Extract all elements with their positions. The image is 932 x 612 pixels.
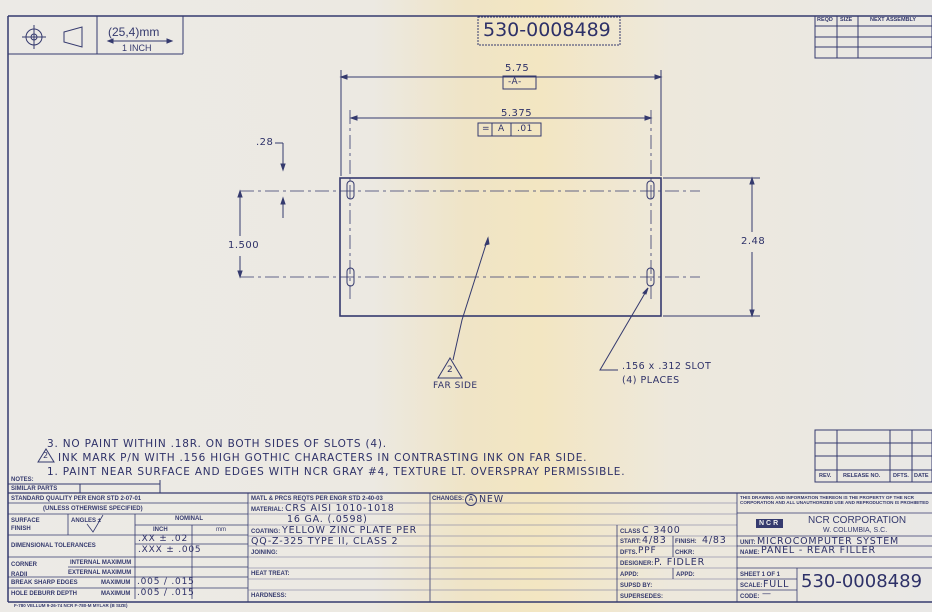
scale-inch: 1 INCH (122, 43, 152, 53)
start-value: 4/83 (642, 535, 667, 546)
change-rev: A (465, 494, 477, 506)
form-footer: F-780 VELLUM 9-26-74 NCR F-780-M MYLAR (… (14, 603, 128, 608)
chkr-label: CHKR: (675, 550, 695, 556)
similar-parts: SIMILAR PARTS (11, 486, 58, 492)
appd-label: APPD: (620, 572, 639, 578)
dimensional-tolerances: DIMENSIONAL TOLERANCES (11, 543, 96, 549)
designer-label: DESIGNER: (620, 561, 654, 567)
coating-label: COATING: (251, 529, 281, 535)
finish-value: 4/83 (702, 535, 727, 546)
col-reqd: REQD (817, 17, 833, 23)
tol-symbol: = (482, 124, 491, 134)
header-drawing-number: 530-0008489 (483, 19, 611, 41)
ncr-logo: NCR (756, 519, 784, 528)
internal-maximum: INTERNAL MAXIMUM (70, 560, 132, 566)
material-label: MATERIAL: (251, 507, 284, 513)
class-label: CLASS (620, 529, 641, 535)
dfts-label: DFTS. (620, 550, 638, 556)
tolerance-xx: .XX ± .02 (138, 534, 188, 544)
unit-label: UNIT: (740, 540, 756, 546)
far-side-flag: 2 (447, 365, 454, 375)
joining-label: JOINING: (251, 550, 278, 556)
break-sharp-edges: BREAK SHARP EDGES (11, 580, 78, 586)
supersedes-label: SUPERSEDES: (620, 594, 664, 600)
break-value: .005 / .015 (137, 577, 195, 587)
change-text: NEW (479, 494, 504, 505)
tol-datum: A (498, 124, 505, 134)
deburr-value: .005 / .015 (137, 588, 195, 598)
note-1: 1. PAINT NEAR SURFACE AND EDGES WITH NCR… (47, 466, 626, 478)
gauge-value: 16 GA. (.0598) (287, 514, 368, 525)
unless-specified: (UNLESS OTHERWISE SPECIFIED) (43, 506, 143, 512)
maximum-label: MAXIMUM (101, 580, 131, 586)
code-value: — (762, 589, 772, 599)
maximum-label: MAXIMUM (101, 591, 131, 597)
coating-value-2: QQ-Z-325 TYPE II, CLASS 2 (251, 536, 399, 547)
sheet-label: SHEET 1 OF 1 (740, 572, 781, 578)
changes-label: CHANGES: (432, 496, 465, 502)
corner-radii: CORNER RADII (11, 562, 38, 578)
date-col: DATE (914, 473, 929, 479)
external-maximum: EXTERNAL MAXIMUM (68, 570, 132, 576)
class-value: C 3400 (642, 525, 681, 536)
standard-quality: STANDARD QUALITY PER ENGR STD 2-07-01 (11, 496, 142, 502)
start-label: START: (620, 539, 641, 545)
scale-value: FULL (763, 579, 790, 590)
hardness-label: HARDNESS: (251, 593, 287, 599)
dfts-value: PPF (638, 546, 657, 556)
coating-value: YELLOW ZINC PLATE PER (282, 525, 417, 536)
nominal-label: NOMINAL (175, 516, 203, 522)
dfts-col: DFTS. (893, 473, 909, 479)
slot-note-places: (4) PLACES (622, 375, 680, 386)
scale-metric: (25,4)mm (108, 25, 160, 39)
drawing-number: 530-0008489 (801, 571, 923, 592)
appd-label-2: APPD: (676, 572, 695, 578)
tol-value: .01 (517, 124, 533, 134)
dim-slot-spacing: 5.375 (501, 108, 533, 119)
note-2-flag: 2 (43, 451, 49, 460)
dim-overall-width: 5.75 (505, 63, 530, 74)
dim-slot-vertical: 1.500 (228, 240, 260, 251)
dim-height: 2.48 (741, 236, 766, 247)
note-2: INK MARK P/N WITH .156 HIGH GOTHIC CHARA… (58, 452, 588, 464)
rev-col: REV. (819, 473, 832, 479)
matl-std: MATL & PRCS REQTS PER ENGR STD 2-40-03 (251, 496, 383, 502)
notes-label: NOTES: (11, 477, 34, 483)
inch-label: INCH (153, 527, 168, 533)
dim-edge-offset: .28 (256, 137, 274, 148)
designer-value: P. FIDLER (654, 557, 705, 568)
company-location: W. COLUMBIA, S.C. (823, 527, 888, 534)
release-col: RELEASE NO. (843, 473, 881, 479)
name-value: PANEL - REAR FILLER (761, 545, 876, 556)
col-next-assembly: NEXT ASSEMBLY (870, 17, 917, 23)
unit-value: MICROCOMPUTER SYSTEM (757, 536, 899, 547)
code-label: CODE: (740, 594, 760, 600)
disclaimer: THIS DRAWING AND INFORMATION THEREON IS … (740, 495, 929, 506)
heat-treat-label: HEAT TREAT: (251, 571, 290, 577)
far-side-label: FAR SIDE (433, 381, 478, 391)
company-name: NCR CORPORATION (808, 515, 907, 526)
hole-deburr-depth: HOLE DEBURR DEPTH (11, 591, 78, 597)
datum-a: -A- (508, 77, 522, 87)
supsd-label: SUPSD BY: (620, 583, 653, 589)
surface-finish: SURFACE FINISH (11, 518, 40, 532)
angles-label: ANGLES ± (71, 518, 101, 524)
name-label: NAME: (740, 550, 760, 556)
slot-note: .156 x .312 SLOT (622, 361, 712, 372)
mm-label: mm (216, 527, 226, 533)
finish-label: FINISH: (675, 539, 697, 545)
scale-label: SCALE: (740, 583, 763, 589)
note-3: 3. NO PAINT WITHIN .18R. ON BOTH SIDES O… (47, 438, 387, 450)
tolerance-xxx: .XXX ± .005 (138, 545, 202, 555)
col-size: SIZE (840, 17, 853, 23)
material-value: CRS AISI 1010-1018 (285, 503, 395, 514)
